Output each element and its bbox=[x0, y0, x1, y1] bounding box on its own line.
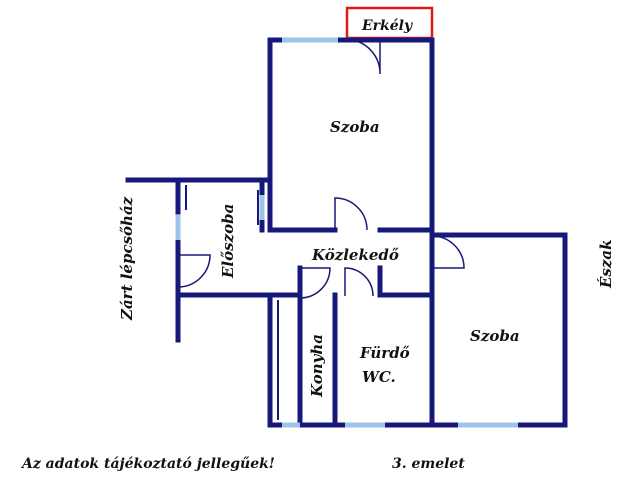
label-stairwell: Zárt lépcsőház bbox=[118, 196, 136, 321]
label-wc: WC. bbox=[362, 368, 396, 386]
label-room-right: Szoba bbox=[470, 327, 520, 345]
doors bbox=[177, 39, 465, 299]
disclaimer-text: Az adatok tájékoztató jellegűek! bbox=[20, 456, 275, 472]
inner-lines bbox=[185, 185, 279, 420]
label-hall: Előszoba bbox=[219, 204, 237, 279]
label-bathroom: Fürdő bbox=[359, 344, 410, 362]
walls bbox=[125, 37, 568, 428]
label-corridor: Közlekedő bbox=[311, 246, 399, 264]
label-kitchen: Konyha bbox=[308, 334, 326, 398]
label-north: Észak bbox=[597, 239, 615, 289]
label-room-top: Szoba bbox=[330, 118, 380, 136]
windows bbox=[175, 37, 518, 428]
floor-label: 3. emelet bbox=[392, 456, 465, 472]
label-balcony: Erkély bbox=[361, 18, 413, 34]
